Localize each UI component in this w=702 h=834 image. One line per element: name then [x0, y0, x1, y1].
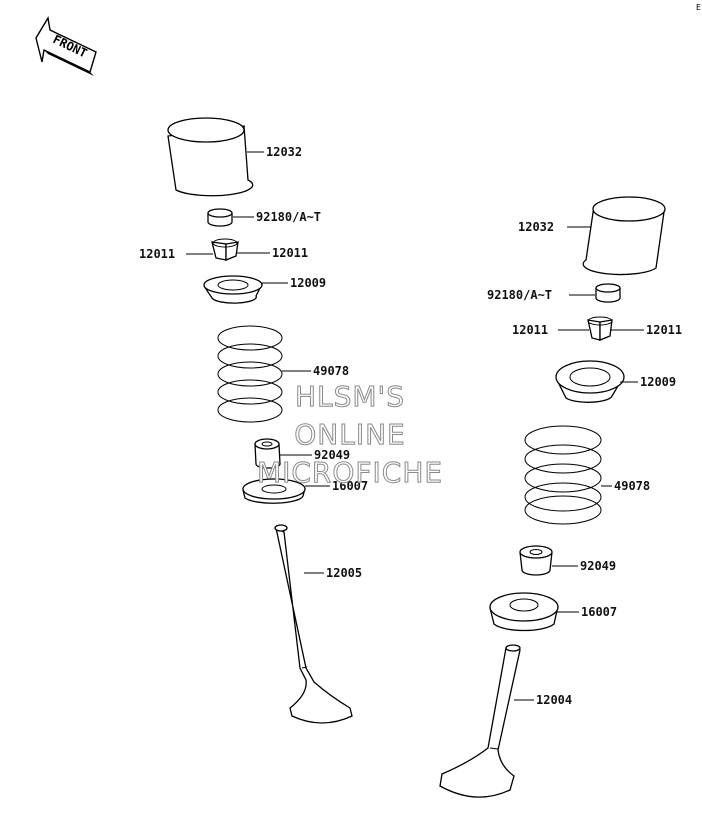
left-spring-label: 49078: [313, 364, 349, 378]
left-keeper-left-label: 12011: [139, 247, 175, 261]
right-stem-seal: [519, 545, 553, 576]
watermark-line-2: ONLINE: [294, 418, 405, 451]
right-valve-label: 12004: [536, 693, 572, 707]
right-shim: [595, 283, 621, 303]
right-valve: [439, 644, 521, 798]
left-valve: [274, 524, 353, 724]
left-valve-label: 12005: [326, 566, 362, 580]
left-retainer-label: 12009: [290, 276, 326, 290]
right-spring-seat-label: 16007: [581, 605, 617, 619]
left-spring-seat-label: 16007: [332, 479, 368, 493]
watermark-line-3: MICROFICHE: [257, 456, 443, 489]
left-stem-seal: [254, 438, 281, 469]
left-retainer: [203, 275, 263, 304]
left-spring-seat: [242, 478, 306, 504]
right-tappet-label: 12032: [518, 220, 554, 234]
right-spring-label: 49078: [614, 479, 650, 493]
left-spring: [217, 325, 283, 423]
left-keeper-right-label: 12011: [272, 246, 308, 260]
right-spring-seat: [489, 592, 559, 632]
left-shim-label: 92180/A~T: [256, 210, 321, 224]
right-keepers: [587, 316, 613, 341]
right-stem-seal-label: 92049: [580, 559, 616, 573]
watermark-line-1: HLSM'S: [295, 380, 405, 413]
front-arrow-icon: FRONT: [35, 16, 97, 76]
left-tappet-label: 12032: [266, 145, 302, 159]
corner-mark: E: [696, 3, 701, 12]
right-keeper-left-label: 12011: [512, 323, 548, 337]
right-retainer: [555, 360, 625, 403]
left-shim: [207, 208, 233, 227]
left-keepers: [211, 238, 239, 261]
left-stem-seal-label: 92049: [314, 448, 350, 462]
right-shim-label: 92180/A~T: [487, 288, 552, 302]
watermark: HLSM'S ONLINE MICROFICHE: [256, 380, 443, 490]
right-tappet: [582, 196, 666, 276]
right-keeper-right-label: 12011: [646, 323, 682, 337]
right-retainer-label: 12009: [640, 375, 676, 389]
left-tappet: [167, 117, 254, 197]
right-spring: [524, 425, 602, 525]
